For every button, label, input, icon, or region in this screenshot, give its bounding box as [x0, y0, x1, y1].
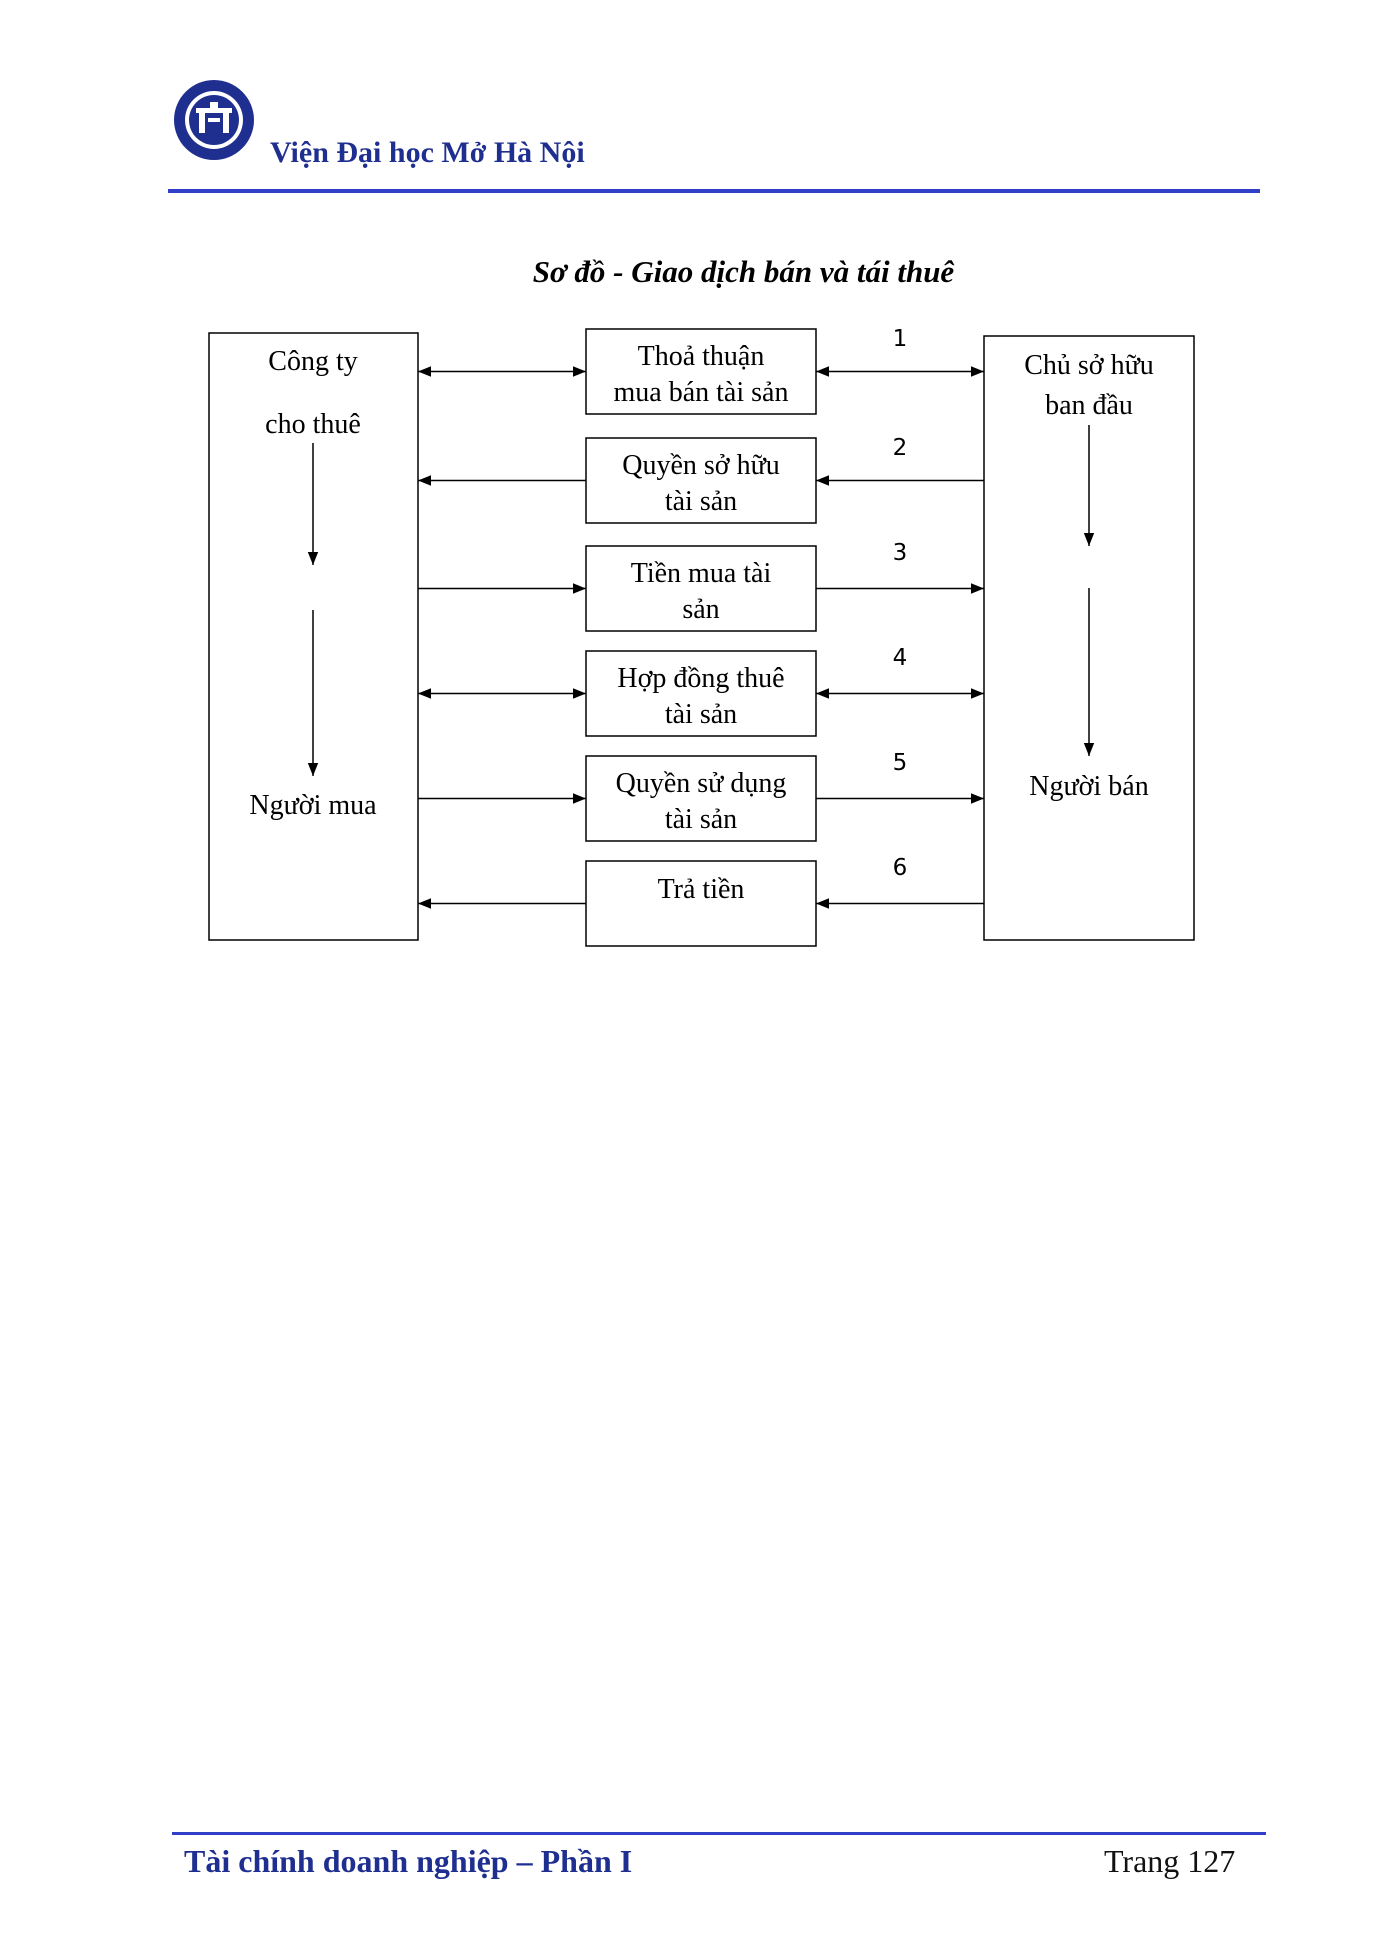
step-label-2-line1: Quyền sở hữu	[622, 450, 780, 481]
seller-label: Người bán	[1029, 771, 1148, 802]
step-label-3-line1: Tiền mua tài	[631, 558, 772, 589]
step-number-4: 4	[893, 645, 908, 671]
step-label-5-line2: tài sản	[665, 804, 737, 835]
step-label-5-line1: Quyền sử dụng	[616, 768, 787, 799]
footer-title: Tài chính doanh nghiệp – Phần I	[184, 1843, 633, 1879]
step-label-1-line2: mua bán tài sản	[614, 377, 789, 408]
buyer-label: Người mua	[249, 790, 377, 821]
step-label-3-line2: sản	[682, 594, 719, 625]
step-number-6: 6	[893, 855, 908, 881]
step-label-4-line2: tài sản	[665, 699, 737, 730]
university-seal-icon	[174, 80, 254, 160]
right-party-label-2: ban đầu	[1045, 390, 1133, 421]
step-number-5: 5	[893, 750, 908, 776]
right-party-box	[983, 335, 1195, 941]
header-rule	[168, 189, 1260, 193]
page-number: Trang 127	[1104, 1843, 1236, 1879]
left-party-label-2: cho thuê	[265, 409, 361, 440]
diagram-title: Sơ đồ - Giao dịch bán và tái thuê	[532, 254, 955, 289]
institution-name: Viện Đại học Mở Hà Nội	[270, 136, 585, 169]
step-number-3: 3	[893, 540, 908, 566]
step-label-6-line1: Trả tiền	[658, 874, 745, 905]
step-label-2-line2: tài sản	[665, 486, 737, 517]
sale-leaseback-diagram: Công ty cho thuê Người mua Chủ sở hữu ba…	[208, 326, 1195, 947]
left-party-box	[208, 332, 419, 941]
step-number-2: 2	[893, 435, 908, 461]
left-party-label-1: Công ty	[268, 346, 357, 377]
step-number-1: 1	[893, 326, 908, 352]
step-label-1-line1: Thoả thuận	[638, 341, 765, 372]
right-party-label-1: Chủ sở hữu	[1024, 350, 1154, 381]
footer-rule	[172, 1832, 1266, 1835]
step-label-4-line1: Hợp đồng thuê	[617, 663, 784, 694]
